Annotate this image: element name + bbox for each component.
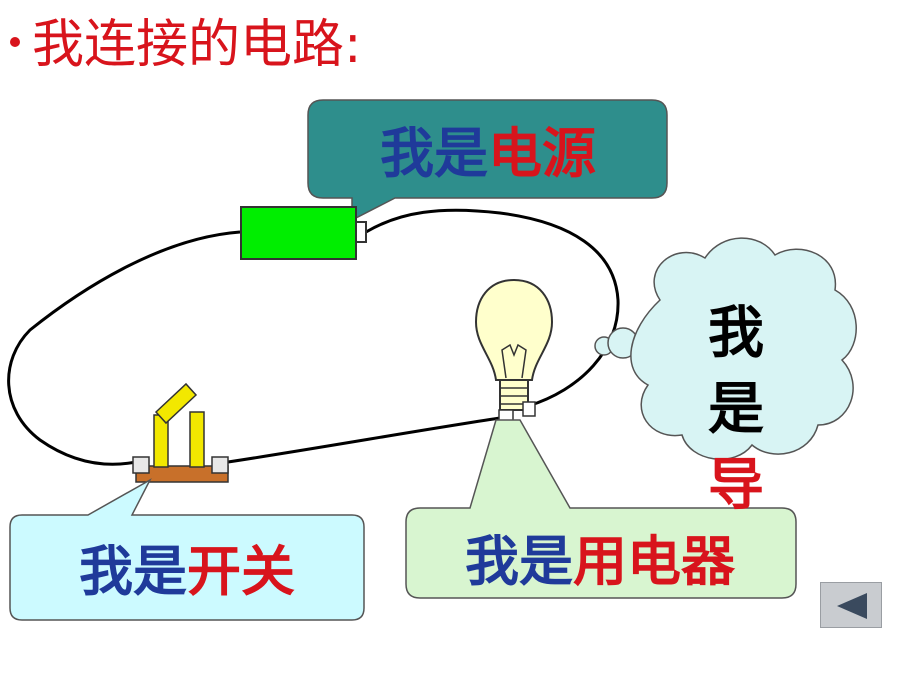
wire-line-2: 是 — [708, 377, 764, 442]
circuit-wire — [7, 208, 620, 466]
wire-cloud-callout: 我 是 导 — [594, 237, 857, 518]
back-button[interactable] — [820, 582, 882, 628]
title-text: 我连接的电路: — [32, 15, 362, 75]
appliance-prefix: 我是 — [465, 530, 573, 593]
source-prefix: 我是 — [380, 122, 488, 185]
battery-icon — [240, 206, 367, 260]
appliance-name: 用电器 — [573, 530, 736, 593]
switch-callout: 我是开关 — [9, 478, 365, 621]
source-name: 电源 — [488, 122, 596, 185]
source-callout: 我是电源 — [307, 99, 668, 222]
wire-line-1: 我 — [708, 301, 764, 366]
svg-text:我是电源: 我是电源 — [380, 122, 596, 185]
switch-name: 开关 — [187, 540, 295, 603]
back-triangle-icon — [837, 593, 867, 619]
switch-icon — [132, 382, 229, 483]
appliance-callout: 我是用电器 — [405, 419, 797, 599]
bullet-icon — [10, 37, 20, 47]
svg-text:我是用电器: 我是用电器 — [465, 530, 736, 593]
switch-prefix: 我是 — [79, 540, 187, 603]
page-title: 我连接的电路: — [10, 10, 362, 80]
bulb-icon — [474, 278, 554, 425]
svg-text:我是开关: 我是开关 — [79, 540, 295, 603]
wire-line-3: 导 — [708, 453, 764, 518]
